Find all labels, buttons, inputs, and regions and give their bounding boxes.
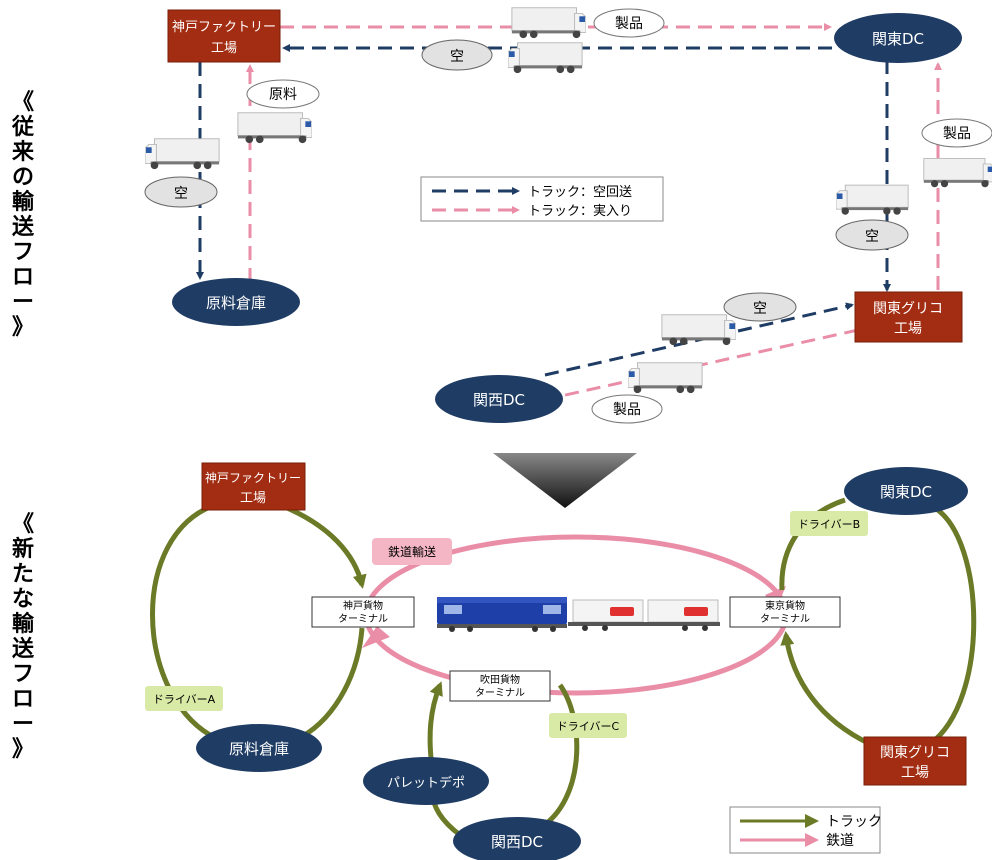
svg-text:原料: 原料 <box>269 87 297 103</box>
svg-text:関東グリコ: 関東グリコ <box>880 745 950 761</box>
svg-text:トラック：実入り: トラック：実入り <box>528 203 632 219</box>
svg-text:神戸貨物: 神戸貨物 <box>343 599 383 612</box>
node-kanto-dc: 関東DC <box>844 467 968 515</box>
svg-text:原料倉庫: 原料倉庫 <box>206 294 266 312</box>
product-tag: 製品 <box>591 394 663 424</box>
empty-tag: 空 <box>144 176 218 208</box>
node-raw-warehouse: 原料倉庫 <box>172 278 300 326</box>
truck-icon <box>836 184 909 216</box>
truck-route-terminal-to-warehouse <box>293 627 365 743</box>
node-suita-terminal: 吹田貨物 ターミナル <box>449 670 551 702</box>
svg-text:トラック：空回送: トラック：空回送 <box>528 185 632 200</box>
product-tag: 製品 <box>593 8 665 38</box>
svg-text:工場: 工場 <box>211 41 237 56</box>
node-kanto-glico: 関東グリコ 工場 <box>854 291 963 343</box>
svg-text:空: 空 <box>450 49 464 65</box>
svg-text:ターミナル: ターミナル <box>338 613 388 625</box>
product-tag: 製品 <box>921 118 992 148</box>
node-kobe-factory: 神戸ファクトリー 工場 <box>201 462 306 511</box>
svg-text:工場: 工場 <box>240 491 266 506</box>
node-kanto-dc: 関東DC <box>834 13 962 63</box>
truck-icon <box>628 362 703 394</box>
node-kansai-dc: 関西DC <box>453 817 581 860</box>
svg-text:製品: 製品 <box>613 402 641 418</box>
truck-route-kobe-to-terminal <box>279 502 367 589</box>
driver-a-tag: ドライバーA <box>145 686 223 711</box>
route-glico-to-kansai-loaded <box>550 328 859 401</box>
truck-icon <box>145 138 220 170</box>
svg-text:ドライバーC: ドライバーC <box>557 720 620 733</box>
truck-icon <box>237 112 312 144</box>
new-flow-diagram: 鉄道輸送 ドライバーA ドライバーB ドライバーC 神戸貨物 ターミナル 東京貨… <box>145 462 977 860</box>
svg-text:空: 空 <box>865 229 879 245</box>
svg-text:鉄道輸送: 鉄道輸送 <box>388 544 436 559</box>
truck-icon <box>508 42 583 74</box>
svg-text:関東DC: 関東DC <box>880 483 932 501</box>
rail-transport-tag: 鉄道輸送 <box>372 538 452 565</box>
svg-text:関東グリコ: 関東グリコ <box>873 301 943 317</box>
svg-text:ドライバーA: ドライバーA <box>153 693 216 706</box>
svg-text:関東DC: 関東DC <box>872 30 924 48</box>
truck-route-depot-to-suita <box>427 681 443 769</box>
node-kobe-terminal: 神戸貨物 ターミナル <box>311 596 415 628</box>
node-pallet-depot: パレットデポ <box>363 757 489 805</box>
new-flow-label: 《新たな輸送フロー》 <box>11 512 34 762</box>
truck-route-glico-to-terminal <box>780 631 872 747</box>
svg-text:ドライバーB: ドライバーB <box>798 518 860 531</box>
node-tokyo-terminal: 東京貨物 ターミナル <box>729 596 841 628</box>
svg-text:関西DC: 関西DC <box>491 833 543 851</box>
truck-route-terminal-to-kantodc <box>928 505 977 747</box>
svg-text:工場: 工場 <box>901 765 929 781</box>
svg-text:ターミナル: ターミナル <box>760 613 810 625</box>
empty-tag: 空 <box>723 292 797 322</box>
svg-text:鉄道: 鉄道 <box>826 833 854 849</box>
svg-text:空: 空 <box>174 186 188 202</box>
truck-loop-left <box>150 502 216 738</box>
svg-text:トラック: トラック <box>826 814 882 830</box>
svg-text:関西DC: 関西DC <box>473 391 525 409</box>
svg-text:原料倉庫: 原料倉庫 <box>229 740 289 758</box>
svg-text:空: 空 <box>753 301 767 317</box>
freight-train-icon <box>437 597 720 632</box>
svg-text:神戸ファクトリー: 神戸ファクトリー <box>205 471 301 485</box>
driver-c-tag: ドライバーC <box>549 713 627 738</box>
truck-icon <box>511 7 586 39</box>
svg-text:製品: 製品 <box>615 16 643 32</box>
node-kobe-factory: 神戸ファクトリー 工場 <box>167 9 281 63</box>
node-kansai-dc: 関西DC <box>435 375 563 423</box>
old-flow-diagram: 製品 空 原料 空 製品 空 空 製品 <box>144 7 992 424</box>
svg-text:神戸ファクトリー: 神戸ファクトリー <box>172 20 276 35</box>
node-kanto-glico: 関東グリコ 工場 <box>863 736 967 786</box>
material-tag: 原料 <box>246 79 320 109</box>
svg-text:東京貨物: 東京貨物 <box>765 599 805 612</box>
truck-icon <box>923 158 992 188</box>
truck-route-suita-to-kansai <box>538 683 580 831</box>
svg-text:ターミナル: ターミナル <box>475 687 525 699</box>
svg-text:製品: 製品 <box>943 126 971 142</box>
new-legend: トラック 鉄道 <box>729 806 882 854</box>
driver-b-tag: ドライバーB <box>790 511 868 536</box>
old-flow-label: 《従来の輸送フロー》 <box>11 90 34 340</box>
svg-text:パレットデポ: パレットデポ <box>387 775 465 791</box>
empty-tag: 空 <box>421 39 493 71</box>
svg-text:工場: 工場 <box>894 321 922 337</box>
rail-arrow-icon <box>362 626 390 648</box>
empty-tag: 空 <box>835 219 909 251</box>
node-raw-warehouse: 原料倉庫 <box>196 724 322 772</box>
svg-text:吹田貨物: 吹田貨物 <box>480 673 520 686</box>
old-legend: トラック：空回送 トラック：実入り <box>420 176 664 222</box>
transition-arrow-icon <box>493 453 637 508</box>
